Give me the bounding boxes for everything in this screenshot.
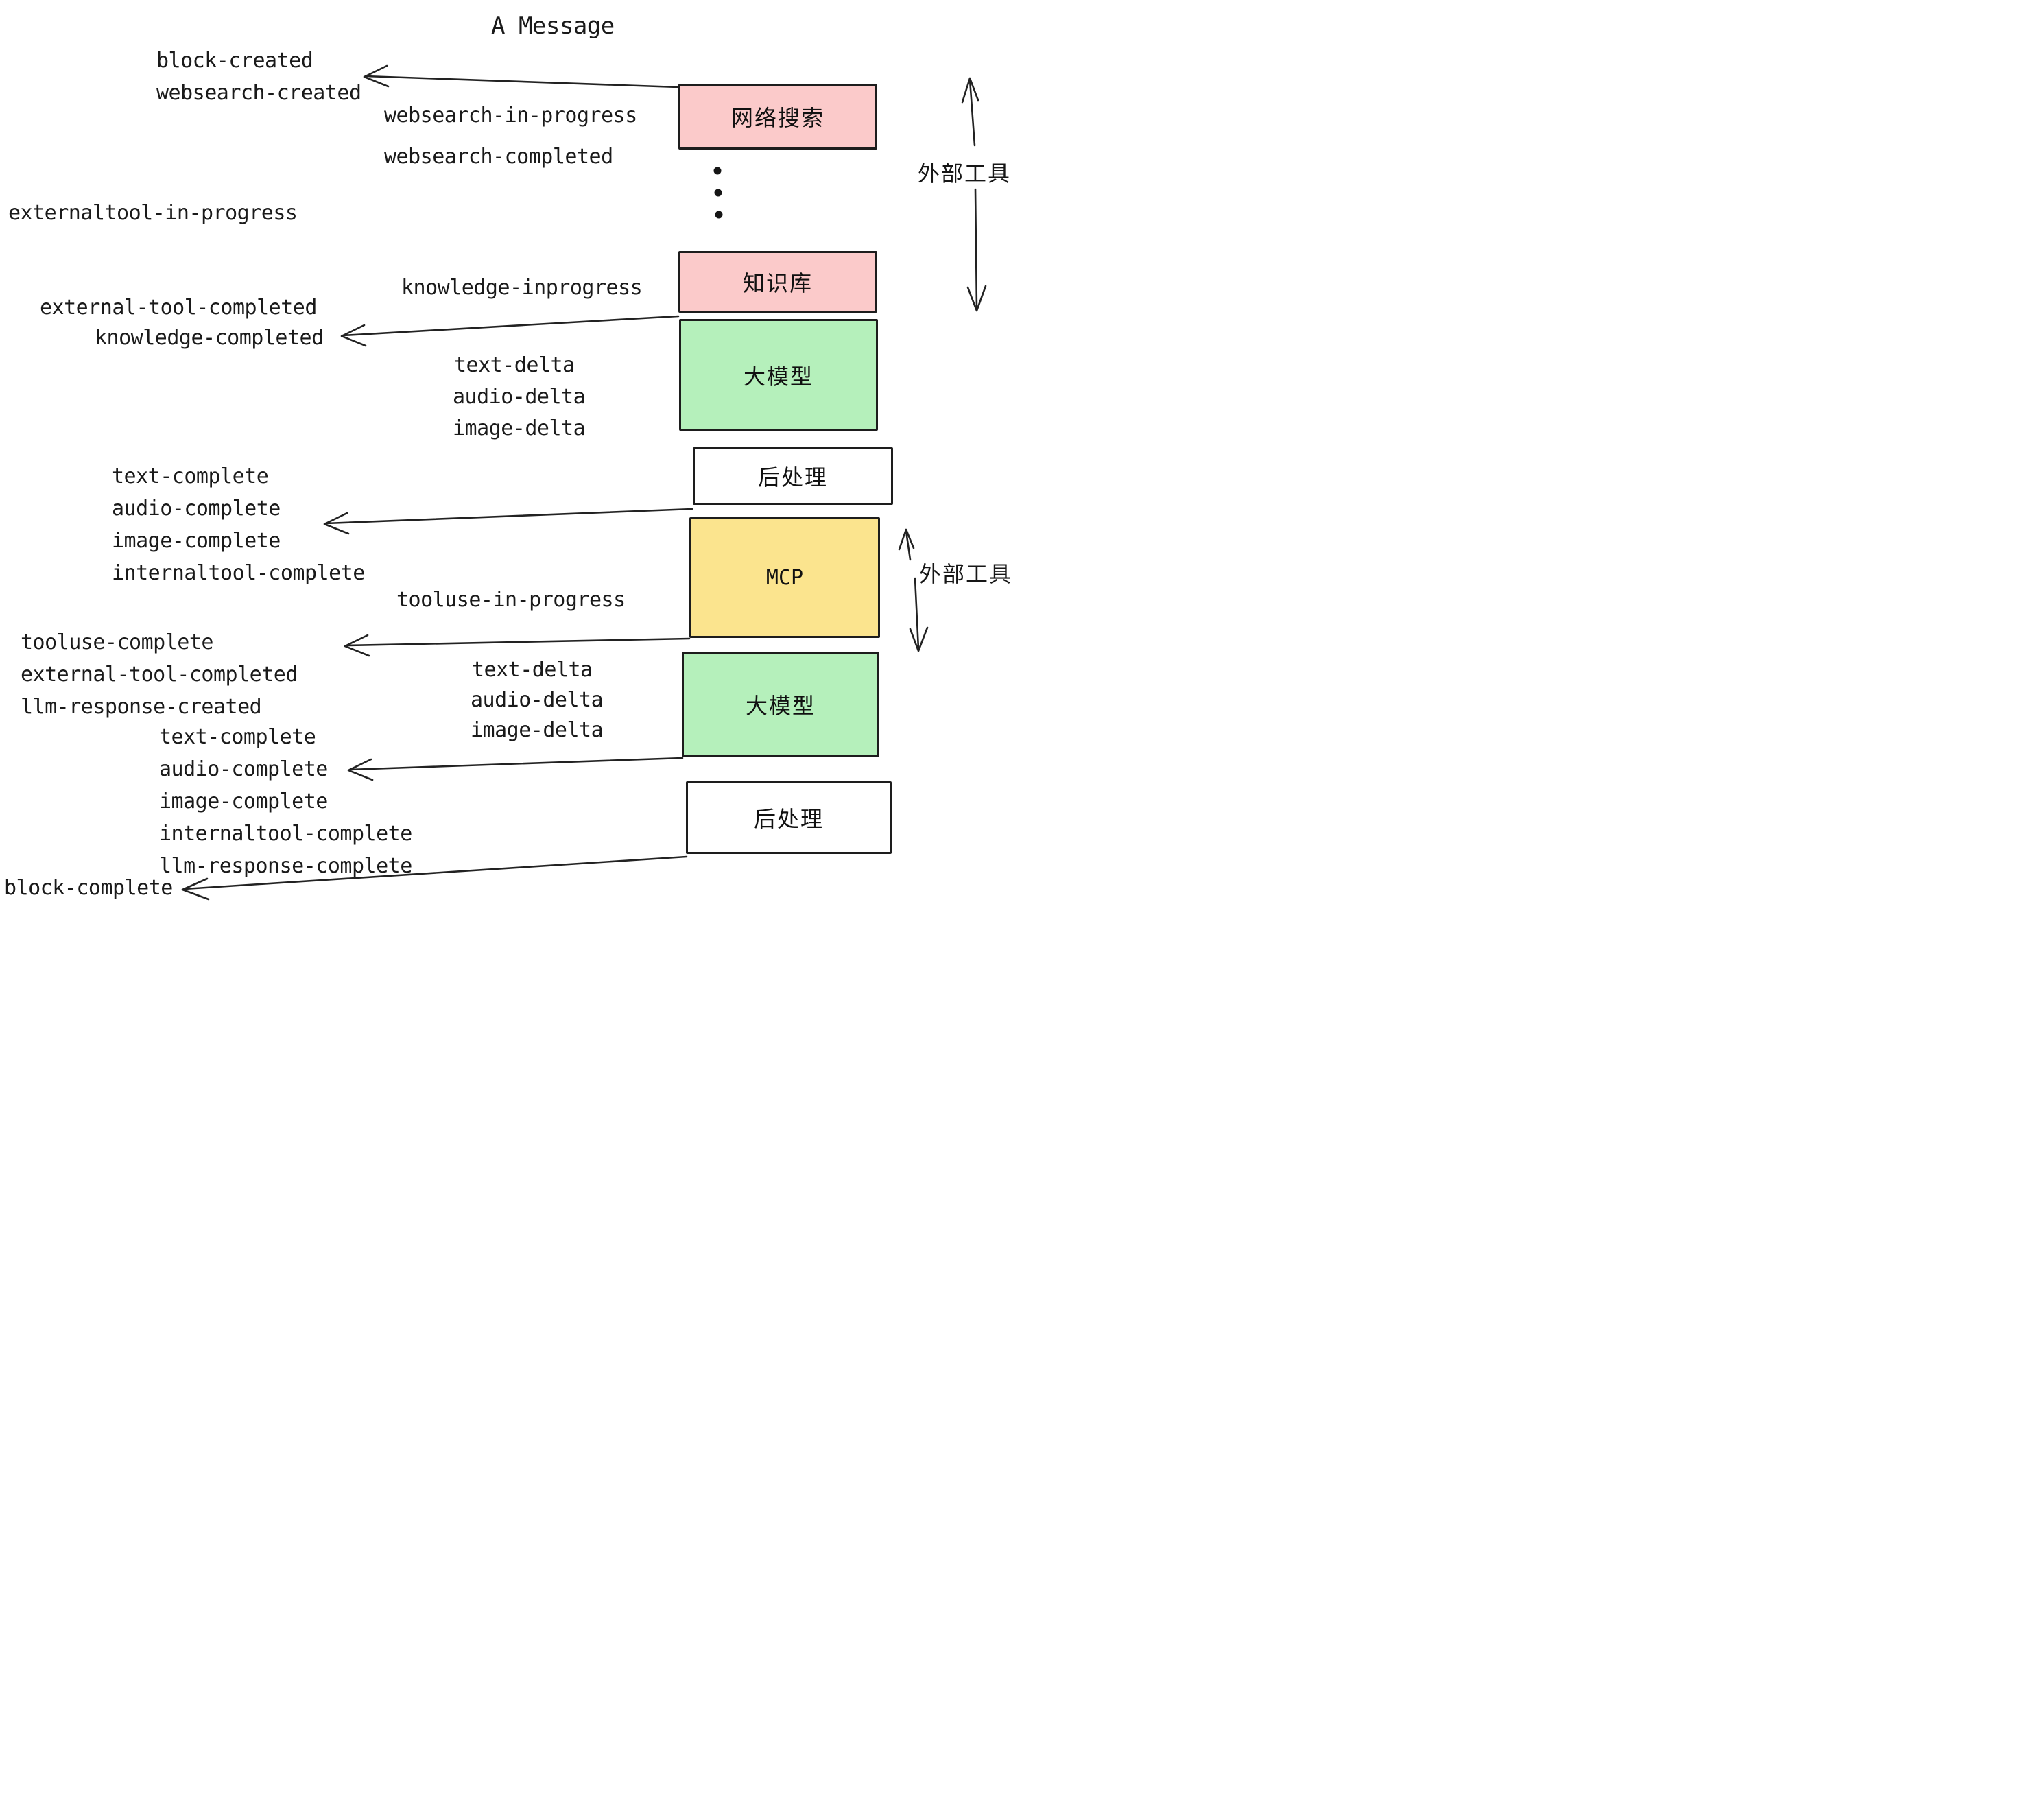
- event-text-complete-2: text-complete: [159, 725, 316, 749]
- event-knowledge-completed: knowledge-completed: [95, 326, 324, 350]
- external-tools-annotation-top: 外部工具: [918, 161, 1012, 186]
- event-internaltool-complete-2: internaltool-complete: [159, 822, 412, 846]
- box-websearch-label: 网络搜索: [730, 106, 824, 130]
- arrow-to-block-complete-icon: [181, 855, 688, 901]
- event-knowledge-inprogress: knowledge-inprogress: [401, 276, 643, 300]
- event-image-delta-2: image-delta: [471, 718, 604, 742]
- page-title: A Message: [491, 12, 615, 40]
- ellipsis-dots-icon: [713, 167, 723, 219]
- arrow-to-image-complete-icon: [323, 508, 693, 535]
- box-mcp-label: MCP: [765, 565, 804, 590]
- box-websearch: 网络搜索: [678, 84, 877, 150]
- event-audio-complete-2: audio-complete: [159, 757, 328, 781]
- external-tools-span-arrow-top-icon: [961, 77, 987, 312]
- event-external-tool-completed: external-tool-completed: [40, 296, 317, 320]
- box-mcp: MCP: [689, 517, 880, 638]
- event-external-tool-completed-2: external-tool-completed: [21, 663, 298, 687]
- event-audio-delta-2: audio-delta: [471, 688, 604, 712]
- box-postprocess-1-label: 后处理: [757, 465, 828, 490]
- event-externaltool-in-progress: externaltool-in-progress: [8, 201, 298, 225]
- event-websearch-created: websearch-created: [156, 81, 361, 105]
- event-internaltool-complete: internaltool-complete: [112, 561, 365, 585]
- external-tools-span-arrow-bottom-icon: [898, 528, 929, 652]
- event-block-created: block-created: [156, 49, 313, 73]
- box-llm-1: 大模型: [679, 319, 878, 431]
- arrow-to-tooluse-complete-icon: [344, 634, 691, 657]
- event-audio-complete: audio-complete: [112, 497, 281, 521]
- event-image-complete: image-complete: [112, 529, 281, 553]
- box-llm-2-label: 大模型: [745, 693, 816, 718]
- event-websearch-in-progress: websearch-in-progress: [384, 104, 637, 128]
- box-knowledge: 知识库: [678, 251, 877, 313]
- event-text-complete: text-complete: [112, 464, 269, 488]
- event-image-complete-2: image-complete: [159, 790, 328, 814]
- arrow-to-websearch-created-icon: [363, 64, 680, 88]
- box-llm-2: 大模型: [682, 652, 879, 757]
- event-websearch-completed: websearch-completed: [384, 145, 613, 169]
- box-postprocess-1: 后处理: [693, 447, 893, 505]
- box-knowledge-label: 知识库: [742, 271, 813, 296]
- event-image-delta: image-delta: [453, 416, 586, 440]
- event-tooluse-in-progress: tooluse-in-progress: [396, 588, 626, 612]
- event-llm-response-complete: llm-response-complete: [159, 854, 412, 878]
- diagram-message-event-flow: A Message block-created websearch-create…: [0, 0, 1022, 902]
- connector-layer: [181, 64, 987, 901]
- event-llm-response-created: llm-response-created: [21, 695, 262, 719]
- arrow-to-knowledge-completed-icon: [340, 315, 680, 347]
- arrow-to-audio-complete-icon: [347, 757, 684, 781]
- event-text-delta: text-delta: [454, 353, 575, 377]
- external-tools-annotation-bottom: 外部工具: [919, 562, 1013, 586]
- event-tooluse-complete: tooluse-complete: [21, 630, 213, 654]
- box-llm-1-label: 大模型: [743, 364, 813, 389]
- event-audio-delta: audio-delta: [453, 385, 586, 409]
- box-postprocess-2: 后处理: [686, 781, 892, 854]
- event-text-delta-2: text-delta: [472, 658, 593, 682]
- box-postprocess-2-label: 后处理: [753, 807, 824, 831]
- event-block-complete: block-complete: [4, 876, 173, 900]
